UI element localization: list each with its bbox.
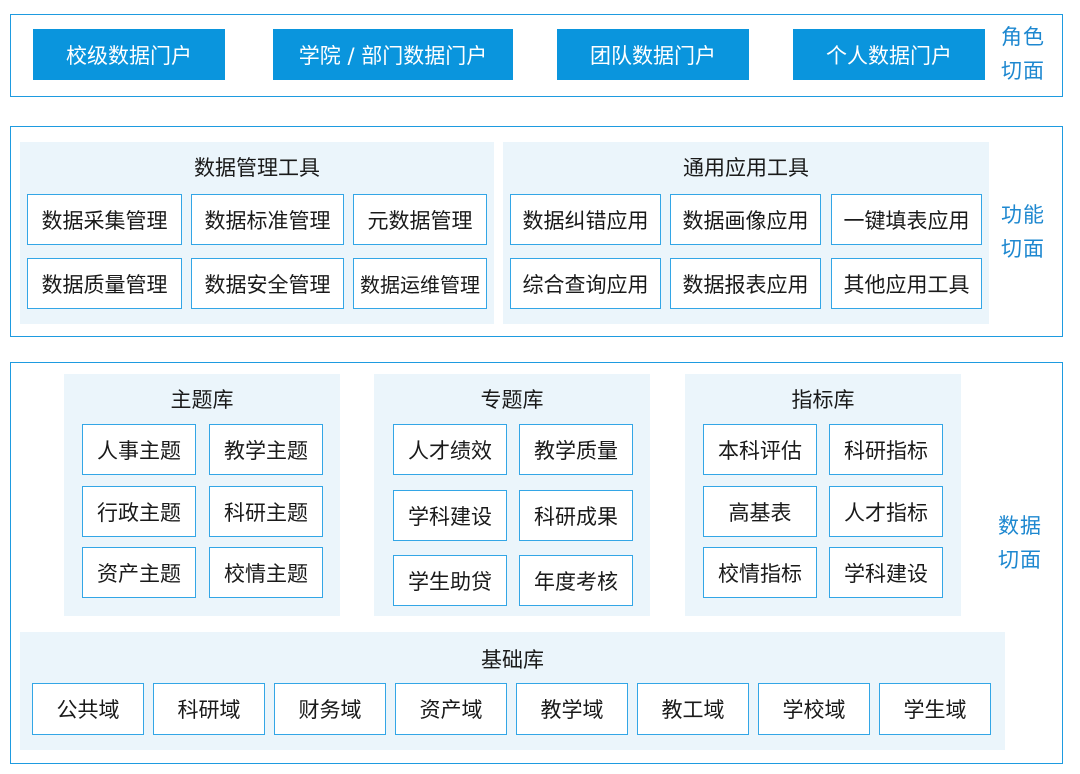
discipline-construction-indicator[interactable]: 学科建设	[829, 547, 943, 598]
role-layer-label-line2: 切面	[1001, 59, 1045, 83]
annual-assessment[interactable]: 年度考核	[519, 555, 633, 606]
data-layer-label-line2: 切面	[998, 548, 1042, 572]
assets-theme[interactable]: 资产主题	[82, 547, 196, 598]
teaching-theme[interactable]: 教学主题	[209, 424, 323, 475]
higher-ed-base-table[interactable]: 高基表	[703, 486, 817, 537]
metadata-management[interactable]: 元数据管理	[353, 194, 487, 245]
administration-theme[interactable]: 行政主题	[82, 486, 196, 537]
school-portal-button[interactable]: 校级数据门户	[33, 29, 225, 80]
data-layer-label: 数据 切面	[990, 509, 1050, 577]
discipline-construction[interactable]: 学科建设	[393, 490, 507, 541]
research-domain[interactable]: 科研域	[153, 683, 265, 735]
department-portal-button[interactable]: 学院 / 部门数据门户	[273, 29, 513, 80]
theme-library-title: 主题库	[170, 388, 234, 412]
undergraduate-evaluation[interactable]: 本科评估	[703, 424, 817, 475]
role-layer-label-line1: 角色	[1001, 25, 1045, 49]
student-domain[interactable]: 学生域	[879, 683, 991, 735]
data-standard-management[interactable]: 数据标准管理	[191, 194, 344, 245]
data-quality-management[interactable]: 数据质量管理	[27, 258, 182, 309]
research-achievements[interactable]: 科研成果	[519, 490, 633, 541]
data-collection-management[interactable]: 数据采集管理	[27, 194, 182, 245]
finance-domain[interactable]: 财务域	[274, 683, 386, 735]
data-operations-management[interactable]: 数据运维管理	[353, 258, 487, 309]
faculty-domain[interactable]: 教工域	[637, 683, 749, 735]
topic-library-title: 专题库	[480, 388, 544, 412]
school-status-indicators[interactable]: 校情指标	[703, 547, 817, 598]
research-indicators[interactable]: 科研指标	[829, 424, 943, 475]
research-theme[interactable]: 科研主题	[209, 486, 323, 537]
team-portal-button[interactable]: 团队数据门户	[557, 29, 749, 80]
teaching-quality[interactable]: 教学质量	[519, 424, 633, 475]
school-domain[interactable]: 学校域	[758, 683, 870, 735]
school-status-theme[interactable]: 校情主题	[209, 547, 323, 598]
data-correction-app[interactable]: 数据纠错应用	[510, 194, 661, 245]
base-library-title: 基础库	[481, 648, 544, 672]
data-layer-label-line1: 数据	[998, 514, 1042, 538]
assets-domain[interactable]: 资产域	[395, 683, 507, 735]
data-management-tools-title: 数据管理工具	[194, 156, 320, 180]
function-layer-label-line1: 功能	[1001, 203, 1045, 227]
data-security-management[interactable]: 数据安全管理	[191, 258, 344, 309]
indicator-library-title: 指标库	[791, 388, 855, 412]
teaching-domain[interactable]: 教学域	[516, 683, 628, 735]
talent-performance[interactable]: 人才绩效	[393, 424, 507, 475]
general-application-tools-title: 通用应用工具	[683, 156, 809, 180]
one-click-form-app[interactable]: 一键填表应用	[831, 194, 982, 245]
talent-indicators[interactable]: 人才指标	[829, 486, 943, 537]
hr-theme[interactable]: 人事主题	[82, 424, 196, 475]
function-layer-label-line2: 切面	[1001, 237, 1045, 261]
public-domain[interactable]: 公共域	[32, 683, 144, 735]
function-layer-label: 功能 切面	[993, 198, 1053, 266]
student-aid[interactable]: 学生助贷	[393, 555, 507, 606]
data-report-app[interactable]: 数据报表应用	[670, 258, 821, 309]
personal-portal-button[interactable]: 个人数据门户	[793, 29, 985, 80]
other-app-tools[interactable]: 其他应用工具	[831, 258, 982, 309]
role-layer-label: 角色 切面	[993, 20, 1053, 88]
data-profile-app[interactable]: 数据画像应用	[670, 194, 821, 245]
comprehensive-query-app[interactable]: 综合查询应用	[510, 258, 661, 309]
